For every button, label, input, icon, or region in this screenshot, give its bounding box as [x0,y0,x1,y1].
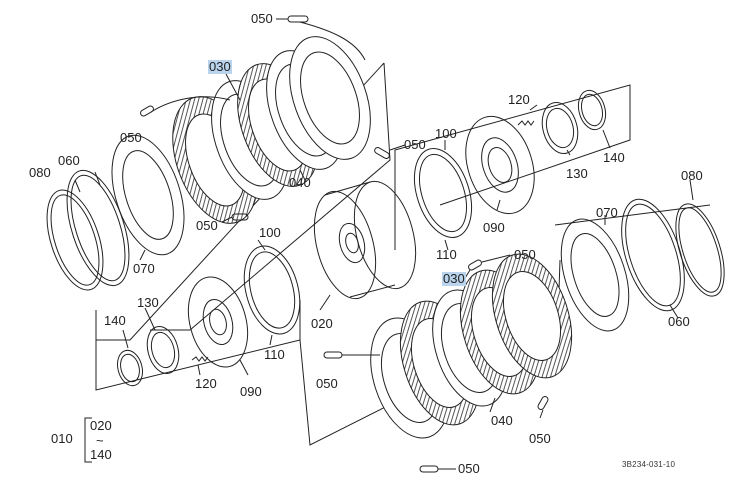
part-label-130[interactable]: 130 [566,166,588,181]
part-140-snap-ring-lower [117,349,143,387]
part-090-piston-lower [187,276,249,368]
part-120-spring-lower [191,356,209,362]
part-040-friction-discs-lower [370,253,573,439]
part-label-140[interactable]: 140 [603,150,625,165]
part-label-020[interactable]: 020 [311,316,333,331]
part-070-plate-right [560,218,630,332]
part-130-washer-upper [541,102,579,154]
document-id: 3B234-031-10 [622,460,676,469]
part-label-100[interactable]: 100 [259,225,281,240]
part-060-ring-left [66,169,130,287]
part-070-plate-left [111,134,185,256]
part-label-090[interactable]: 090 [240,384,262,399]
part-label-090[interactable]: 090 [483,220,505,235]
part-020-clutch-drum [313,180,417,300]
part-label-100[interactable]: 100 [435,126,457,141]
part-130-washer-lower [146,325,180,375]
part-label-140[interactable]: 140 [104,313,126,328]
legend-range-start: 020 [90,418,112,433]
part-label-050[interactable]: 050 [120,130,142,145]
part-label-030-highlighted[interactable]: 030 [442,271,466,286]
part-label-050[interactable]: 050 [458,461,480,476]
part-110-ring-lower [243,245,301,335]
part-label-040[interactable]: 040 [491,413,513,428]
part-label-110[interactable]: 110 [436,247,457,262]
part-label-050[interactable]: 050 [514,247,536,262]
part-080-snap-ring-right [675,203,725,297]
part-label-080[interactable]: 080 [29,165,51,180]
part-label-030-highlighted[interactable]: 030 [208,59,232,74]
part-label-070[interactable]: 070 [133,261,155,276]
part-label-050[interactable]: 050 [404,137,426,152]
part-label-130[interactable]: 130 [137,295,159,310]
part-label-050[interactable]: 050 [251,11,273,26]
part-label-120[interactable]: 120 [195,376,217,391]
legend-range-tilde: ~ [96,433,104,448]
part-080-snap-ring-left [46,189,104,291]
part-110-ring-upper [413,148,473,238]
legend-group-label[interactable]: 010 [51,431,73,446]
part-label-070[interactable]: 070 [596,205,618,220]
part-label-060[interactable]: 060 [58,153,80,168]
part-label-060[interactable]: 060 [668,314,690,329]
part-label-050[interactable]: 050 [529,431,551,446]
part-label-040[interactable]: 040 [289,175,311,190]
part-label-110[interactable]: 110 [264,347,285,362]
part-label-120[interactable]: 120 [508,92,530,107]
part-090-piston-upper [465,115,535,215]
part-050-pins [140,15,549,473]
part-label-050[interactable]: 050 [196,218,218,233]
part-label-050[interactable]: 050 [316,376,338,391]
part-040-friction-discs-upper [172,36,371,224]
part-140-snap-ring-upper [577,89,607,131]
legend-range-end: 140 [90,447,112,462]
leader-lines [74,18,694,470]
part-label-080[interactable]: 080 [681,168,703,183]
part-120-spring-upper [517,120,535,126]
